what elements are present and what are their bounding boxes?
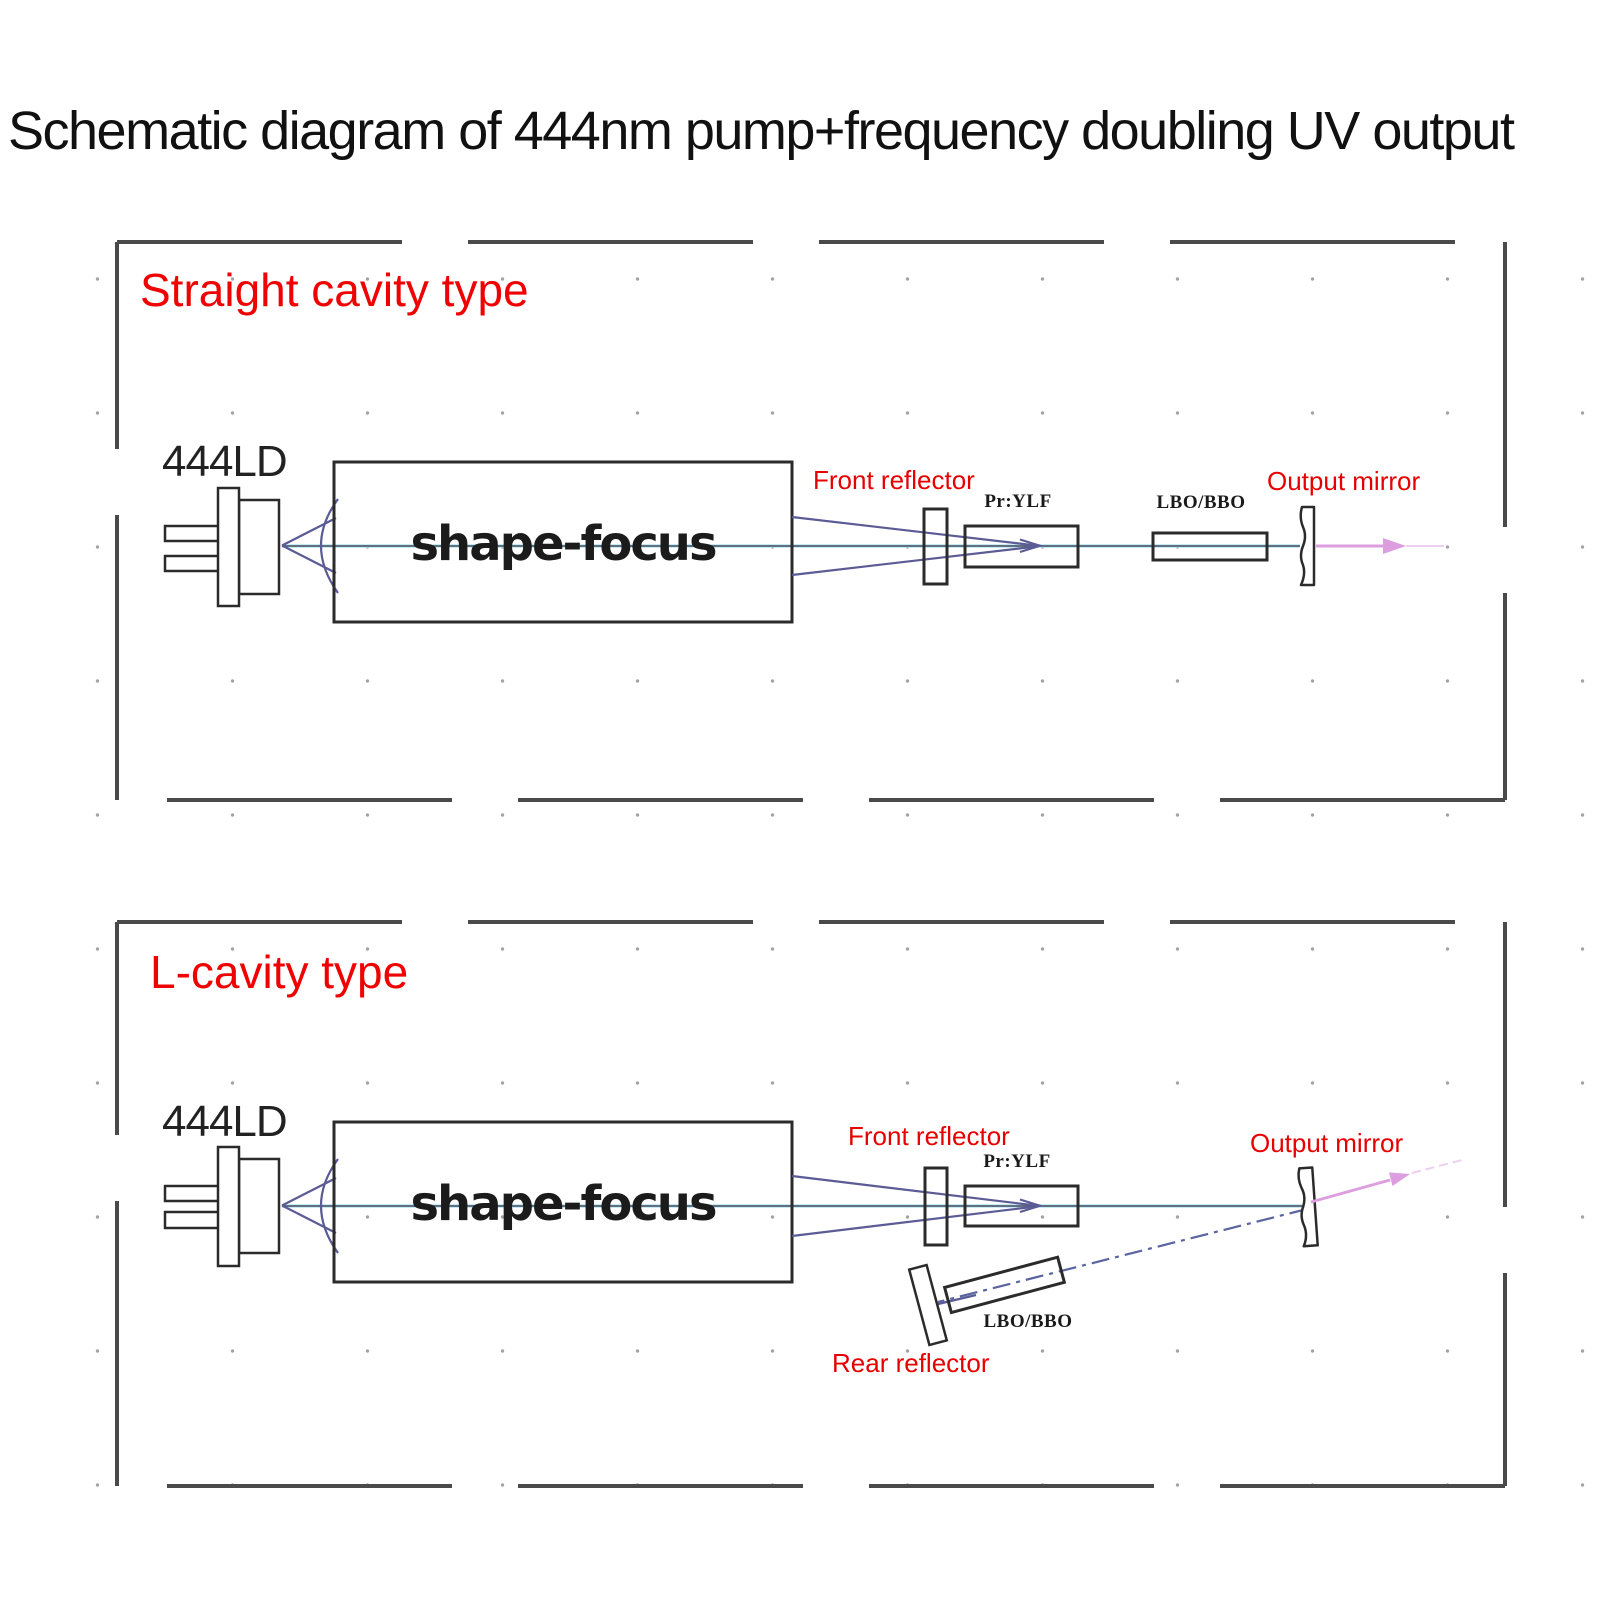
shape-focus-box [332,1120,794,1284]
pr-ylf-label: Pr:YLF [983,1151,1050,1172]
output-mirror [1297,1166,1319,1248]
shape-focus-box [332,460,794,624]
panel-border [115,920,1507,1488]
front-reflector [922,507,949,586]
panel-border [115,240,1507,802]
ld-label: 444LD [162,1097,287,1146]
beam-waist-chevron [1019,538,1044,554]
output-mirror [1299,505,1316,587]
panel-heading: Straight cavity type [140,264,529,316]
collimator-arc [320,498,339,594]
ld-can [237,498,281,596]
straight-cavity-panel: Straight cavity type 444LD shape-focus [115,240,1507,802]
output-beam-faint [1411,1159,1463,1174]
beam-converging-line [791,1174,1037,1207]
beam-converging-line [791,515,1037,547]
beam-converging-line [791,1205,1037,1238]
rear-beam-segment [933,1293,977,1307]
front-reflector-label: Front reflector [813,465,975,495]
front-reflector-label: Front reflector [848,1121,1010,1151]
lbo-bbo-crystal [1151,531,1269,562]
page-title: Schematic diagram of 444nm pump+frequenc… [8,101,1515,161]
ld-flange [216,1145,241,1268]
laser-diode [163,1145,281,1268]
pr-ylf-crystal [963,1184,1080,1228]
output-mirror-label: Output mirror [1267,466,1420,496]
output-beam-arrowhead [1388,1172,1410,1186]
rear-reflector-label: Rear reflector [832,1348,990,1378]
rear-reflector [907,1263,949,1347]
output-beam-arrowhead [1383,538,1406,554]
laser-diode [163,486,281,608]
beam-divergence-line [281,517,337,547]
ld-pin [163,524,222,543]
pr-ylf-crystal [963,524,1080,569]
lbo-bbo-crystal [942,1255,1067,1315]
beam-divergence-line [281,1204,337,1234]
beam-divergence-line [281,1177,337,1207]
ld-pin [163,1184,222,1203]
beam-divergence-line [281,544,337,574]
ld-pin [163,554,222,573]
ld-label: 444LD [162,437,287,486]
ld-can [237,1157,281,1255]
lbo-bbo-label: LBO/BBO [983,1311,1072,1332]
ld-flange [216,486,241,608]
lbo-bbo-label: LBO/BBO [1156,492,1245,513]
front-reflector [923,1166,949,1247]
shape-focus-label: shape-focus [410,516,715,572]
fold-beam [937,1207,1308,1304]
collimator-arc [320,1158,339,1254]
pr-ylf-label: Pr:YLF [984,491,1051,512]
beam-waist-chevron [1019,1198,1044,1214]
panel-heading: L-cavity type [150,946,408,998]
output-beam [1310,1178,1391,1204]
ld-pin [163,1210,222,1230]
shape-focus-label: shape-focus [410,1176,715,1232]
beam-converging-line [791,545,1037,577]
output-mirror-label: Output mirror [1250,1128,1403,1158]
l-cavity-panel: L-cavity type 444LD shape-focus [115,920,1507,1488]
